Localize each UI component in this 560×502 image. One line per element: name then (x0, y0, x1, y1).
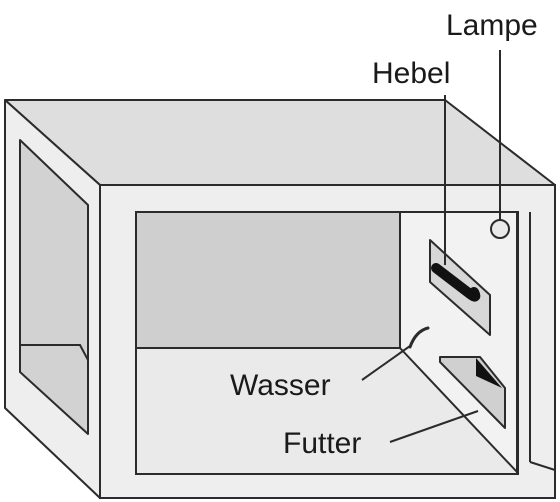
interior-back-wall (137, 213, 399, 348)
interior-floor-diagonal (399, 347, 518, 473)
lever-label: Hebel (372, 57, 450, 90)
food-pellet (476, 358, 502, 388)
lever-handle (431, 263, 481, 302)
lamp-label: Lampe (446, 9, 538, 42)
food-label: Futter (283, 427, 361, 460)
water-spout (408, 326, 430, 349)
box-side-window (19, 139, 89, 435)
box-right-base-lip (529, 461, 556, 498)
lamp-icon (490, 219, 510, 239)
water-leader-line (361, 345, 411, 381)
water-label: Wasser (230, 369, 331, 402)
box-side-window-inner-edge (20, 344, 89, 361)
food-leader-line (389, 410, 479, 443)
